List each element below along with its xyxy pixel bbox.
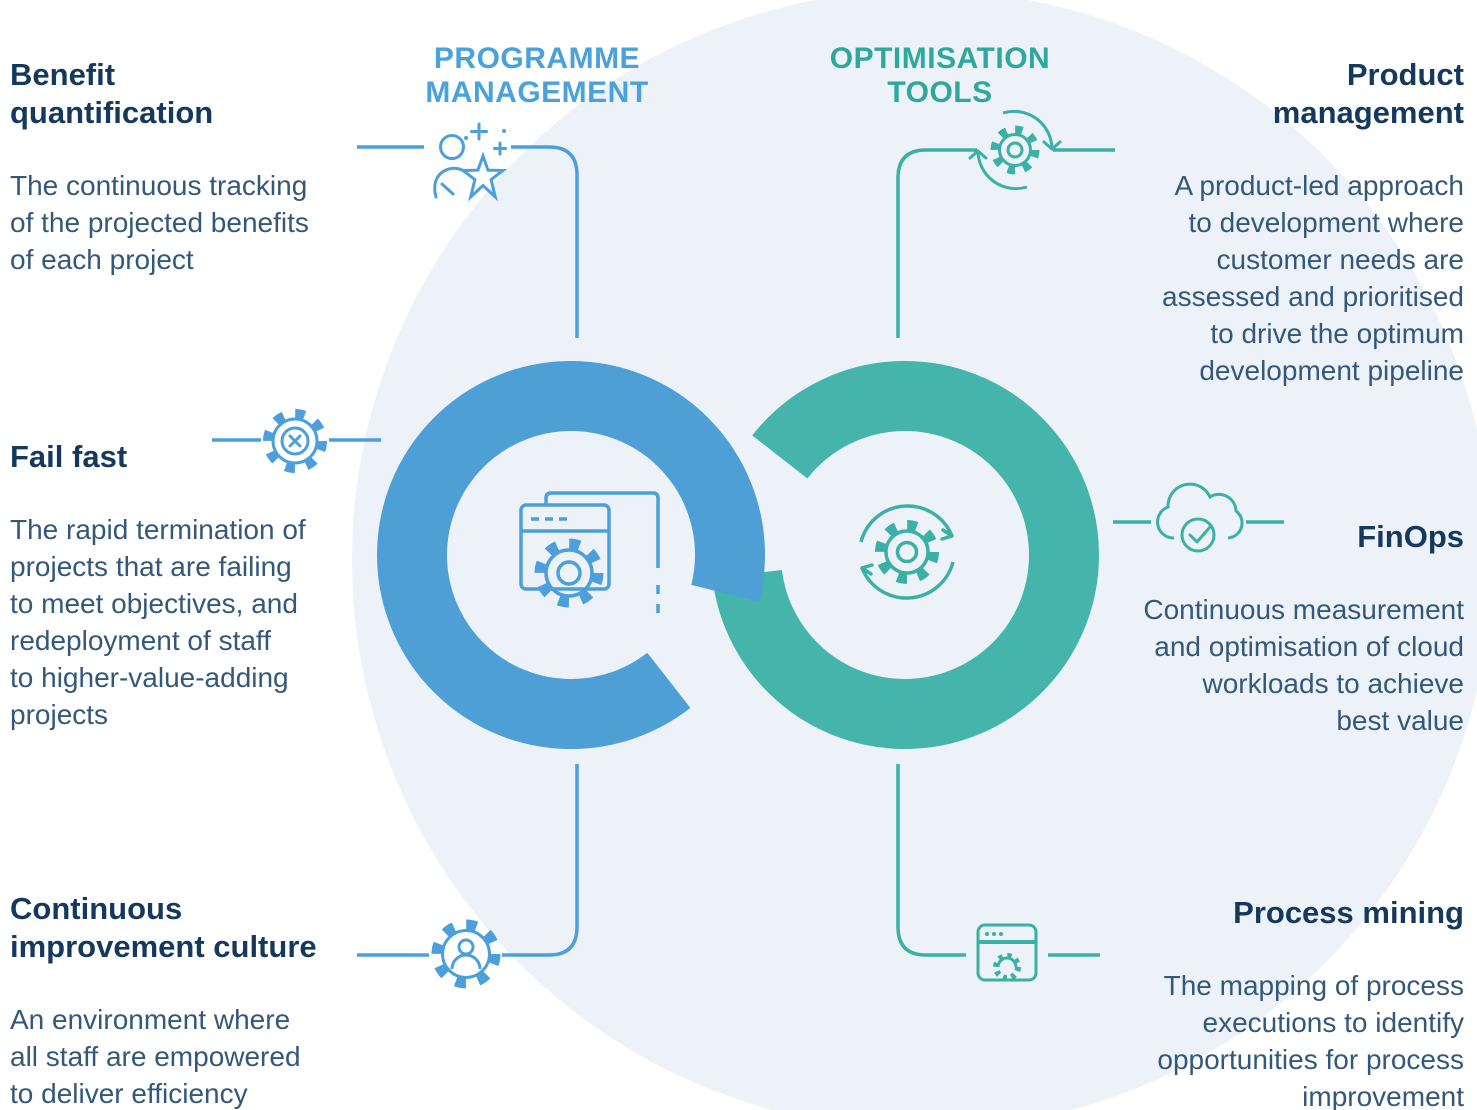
section-title: Fail fast xyxy=(10,439,128,474)
section-description: The rapid termination of projects that a… xyxy=(10,514,306,730)
person-with-star-icon xyxy=(433,122,508,202)
section-title: Benefit quantification xyxy=(10,57,214,130)
section-finops: FinOps Continuous measurement and optimi… xyxy=(1104,500,1464,757)
optimisation-loop-ring xyxy=(711,361,1099,749)
section-description: Continuous measurement and optimisation … xyxy=(1143,594,1464,736)
gear-cycle-arrows-icon xyxy=(968,109,1062,191)
gear-x-icon xyxy=(263,409,327,473)
section-benefit-quantification: Benefit quantification The continuous tr… xyxy=(10,38,340,296)
cloud-check-icon xyxy=(1156,482,1244,553)
teal-connector-lines xyxy=(896,148,1284,957)
section-fail-fast: Fail fast The rapid termination of proje… xyxy=(10,420,340,751)
section-process-mining: Process mining The mapping of process ex… xyxy=(1094,876,1464,1110)
section-description: The continuous tracking of the projected… xyxy=(10,170,309,275)
section-title: FinOps xyxy=(1357,519,1464,554)
section-description: The mapping of process executions to ide… xyxy=(1157,970,1464,1110)
gear-person-icon xyxy=(431,919,501,989)
optimisation-tools-heading: OPTIMISATION TOOLS xyxy=(829,42,1051,109)
gear-sync-arrows-icon xyxy=(859,504,955,600)
app-windows-gear-icon xyxy=(519,491,660,613)
section-continuous-improvement-culture: Continuous improvement culture An enviro… xyxy=(10,872,350,1110)
blue-connector-lines xyxy=(212,145,579,957)
section-title: Product management xyxy=(1272,57,1464,130)
section-product-management: Product management A product-led approac… xyxy=(1104,38,1464,407)
section-description: A product-led approach to development wh… xyxy=(1162,170,1464,386)
section-title: Continuous improvement culture xyxy=(10,891,317,964)
section-description: An environment where all staff are empow… xyxy=(10,1004,301,1109)
section-title: Process mining xyxy=(1233,895,1464,930)
programme-loop-ring xyxy=(377,361,765,749)
browser-gear-icon xyxy=(976,923,1038,982)
programme-management-heading: PROGRAMME MANAGEMENT xyxy=(425,42,649,109)
